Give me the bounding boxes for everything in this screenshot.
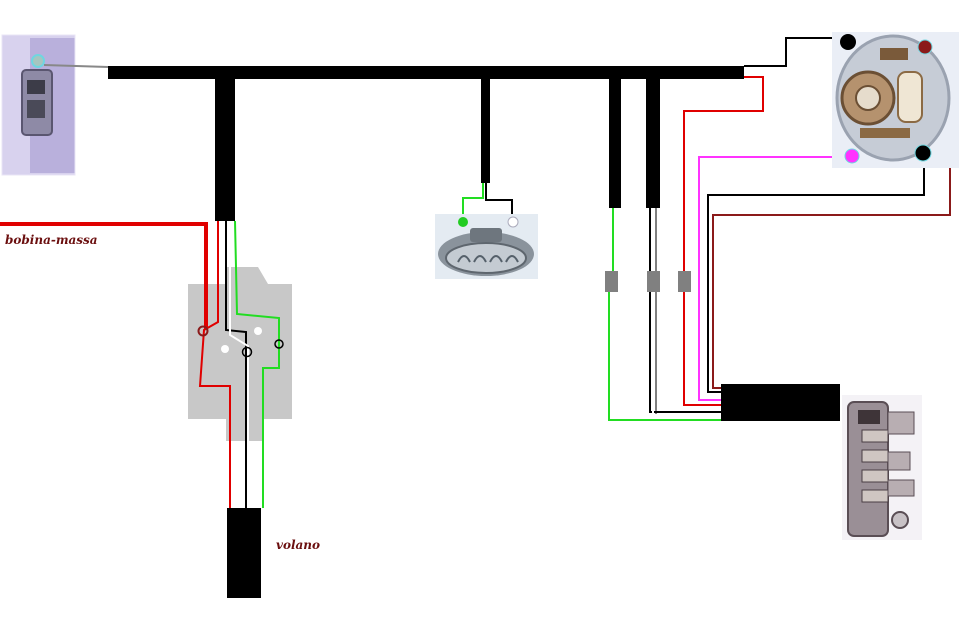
regulator-box (188, 267, 292, 441)
black-switch-wire (649, 208, 721, 413)
red-terminal (197, 325, 209, 337)
green-switch-wire (608, 208, 721, 421)
white-switch-wire (652, 208, 721, 417)
horn-black-wire (485, 183, 513, 220)
coil-ground-wire (0, 222, 208, 330)
horn-white-wire (488, 183, 516, 220)
flywheel-connector (227, 508, 261, 598)
green-regulator-wire (234, 220, 280, 508)
switch-harness-block (721, 384, 840, 421)
magenta-headlight-wire (698, 156, 850, 401)
coil-ground-label: bobina-massa (5, 233, 98, 247)
red-headlight-wire (683, 76, 764, 406)
left-switch-photo (1, 34, 76, 176)
white-terminal (241, 346, 253, 358)
handlebar-switch-photo (842, 395, 922, 540)
inline-connector-3 (678, 271, 691, 292)
inline-connector-2 (647, 271, 660, 292)
horn-photo (435, 214, 538, 279)
grey-link-wire (43, 64, 109, 68)
headlight-photo (832, 32, 959, 168)
inline-connector-1 (605, 271, 618, 292)
green-terminal (274, 339, 284, 349)
flywheel-label: volano (276, 538, 320, 552)
black-regulator-wire (225, 221, 247, 508)
horn-green-wire (462, 183, 484, 220)
white-regulator-wire (229, 221, 249, 508)
main-harness (108, 66, 744, 221)
black-headlight-wire (707, 154, 925, 393)
red-regulator-wire (198, 221, 231, 508)
